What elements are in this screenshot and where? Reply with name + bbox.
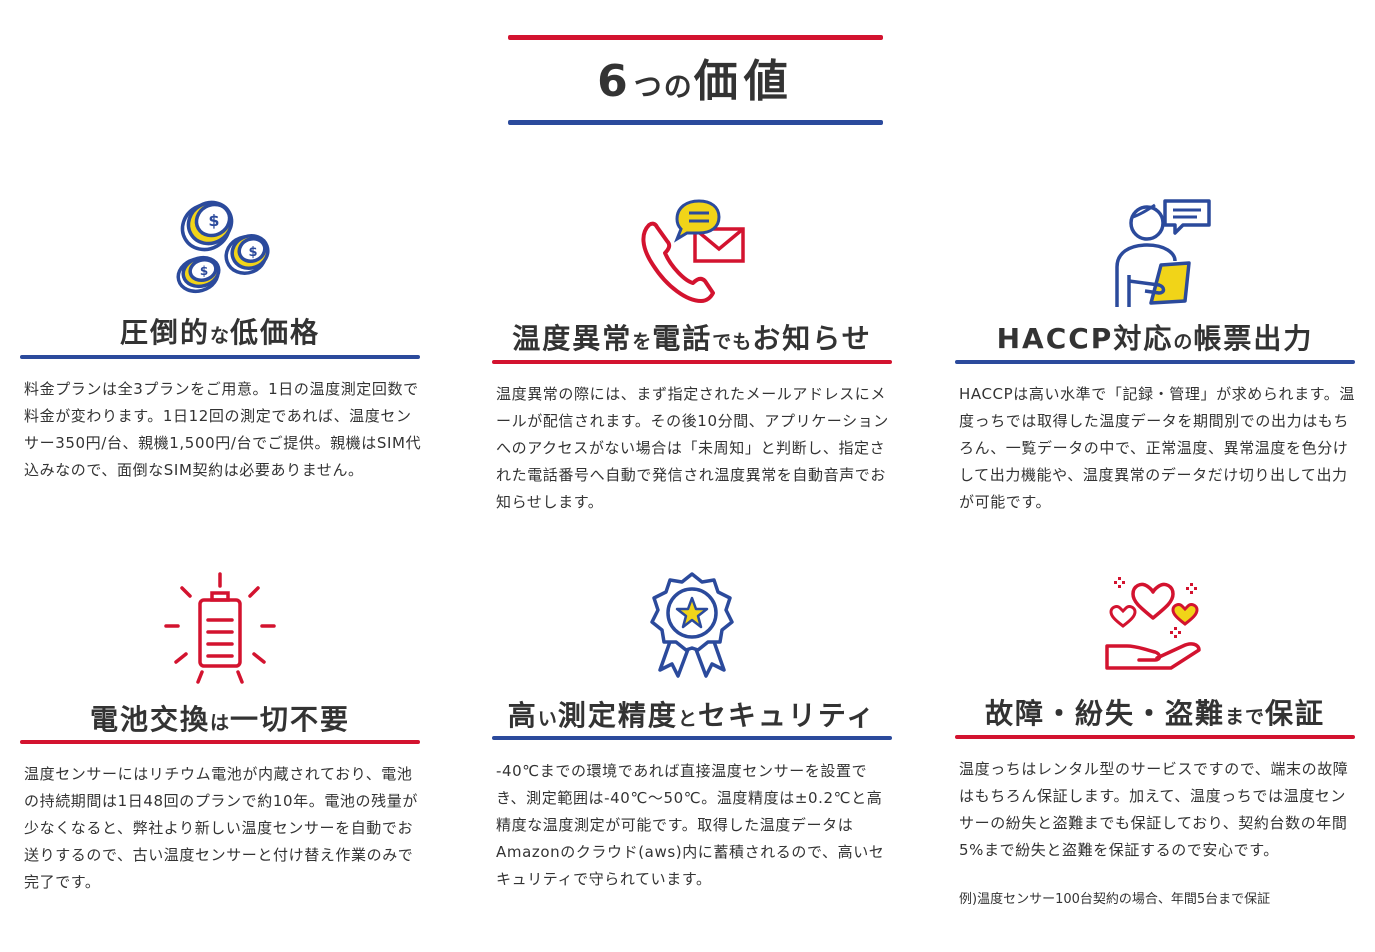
svg-text:$: $	[200, 264, 208, 278]
person-report-icon	[1115, 199, 1211, 307]
card-title-underline	[955, 735, 1355, 739]
svg-text:$: $	[208, 211, 219, 230]
coins-icon: $ $ $	[176, 200, 270, 294]
card-description: -40℃までの環境であれば直接温度センサーを設置でき、測定範囲は-40℃〜50℃…	[496, 762, 885, 888]
title-number: 6	[597, 56, 634, 107]
phone-mail-alert-icon	[641, 199, 745, 303]
card-title: 高い測定精度とセキュリティ	[507, 699, 877, 732]
card-title: 故障・紛失・盗難まで保証	[984, 697, 1326, 730]
card-description: 料金プランは全3プランをご用意。1日の温度測定回数で料金が変わります。1日12回…	[24, 380, 422, 479]
card-description: 温度センサーにはリチウム電池が内蔵されており、電池の持続期間は1日48回のプラン…	[24, 765, 418, 891]
title-particle: つの	[633, 70, 694, 103]
card-description: 温度っちはレンタル型のサービスですので、端末の故障はもちろん保証します。加えて、…	[959, 760, 1349, 859]
title-main: 価値	[693, 56, 794, 107]
svg-text:$: $	[248, 245, 257, 260]
card-title: 温度異常を電話でもお知らせ	[512, 322, 872, 355]
section-title: 6つの価値	[508, 52, 883, 112]
card-title-underline	[492, 360, 892, 364]
header-top-rule	[508, 35, 883, 40]
card-title-underline	[492, 736, 892, 740]
card-title-underline	[955, 360, 1355, 364]
card-title: 電池交換は一切不要	[89, 703, 351, 736]
card-title-underline	[20, 740, 420, 744]
card-description: 温度異常の際には、まず指定されたメールアドレスにメールが配信されます。その後10…	[496, 385, 889, 511]
battery-icon	[164, 572, 276, 684]
hand-hearts-icon	[1105, 577, 1201, 670]
card-title: 圧倒的な低価格	[119, 316, 321, 349]
header-bottom-rule	[508, 120, 883, 125]
award-badge-icon	[650, 572, 734, 678]
card-note: 例)温度センサー100台契約の場合、年間5台まで保証	[959, 892, 1271, 907]
card-description: HACCPは高い水準で「記録・管理」が求められます。温度っちでは取得した温度デー…	[959, 385, 1355, 511]
card-title-underline	[20, 355, 420, 359]
card-title: HACCP対応の帳票出力	[996, 322, 1314, 355]
